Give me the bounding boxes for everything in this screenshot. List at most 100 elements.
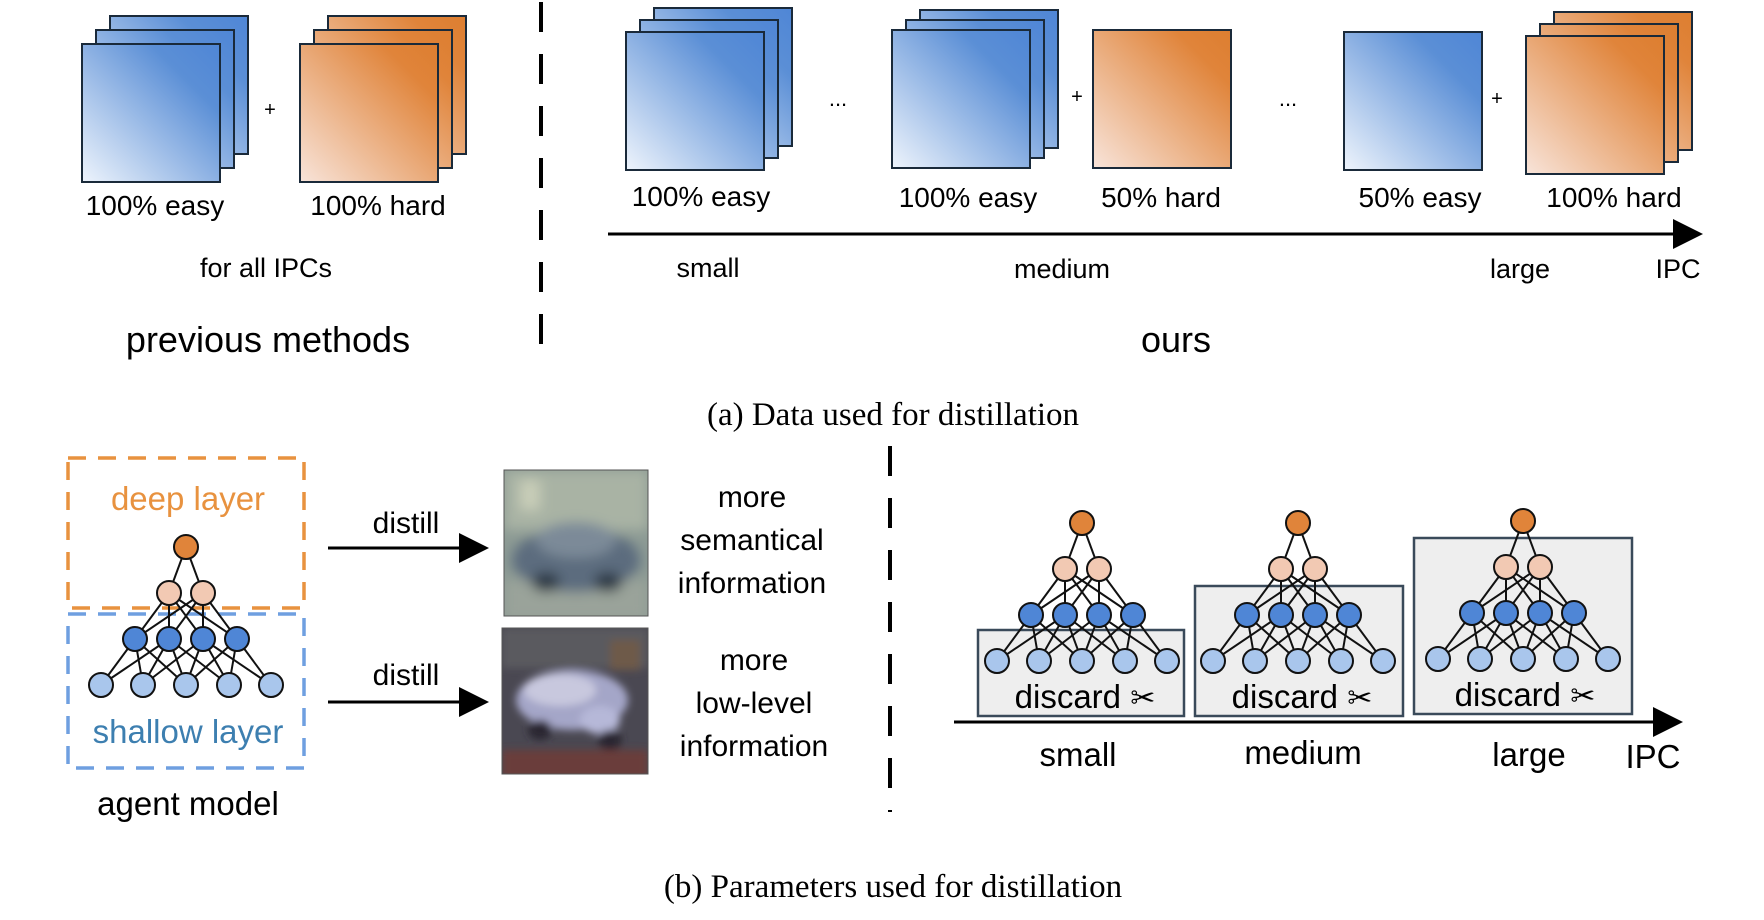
scissors-icon: ✂ [1130,682,1155,715]
network-node [1425,646,1451,672]
discard-label-small: discard ✂ [1015,678,1156,715]
network-node [216,672,242,698]
network-edge [134,592,204,640]
network-node [1595,646,1621,672]
network-node [1493,554,1519,580]
ours-medium-easy-stack [891,9,1059,169]
prev-easy-label: 100% easy [86,190,225,221]
network-node [984,648,1010,674]
ours-title: ours [1141,319,1211,360]
bottom-info-line-3: information [680,730,828,763]
bottom-info-line-1: more [720,644,788,677]
network-node [1052,602,1078,628]
network-node [1052,556,1078,582]
axis-b-small: small [1039,736,1116,773]
network-node [88,672,114,698]
network-node [1302,602,1328,628]
network-node [156,626,182,652]
network-edge [996,614,1066,662]
network-edge [202,638,272,686]
network-medium [1200,510,1396,674]
network-node [1459,600,1485,626]
part-a: + 100% easy 100% hard for all IPCs previ… [81,2,1703,433]
agent-model-label: agent model [97,785,279,822]
distill-bottom-label: distill [373,659,440,692]
network-node [1018,602,1044,628]
top-info-line-2: semantical [680,524,823,557]
network-node [1242,648,1268,674]
discard-label-large: discard ✂ [1455,676,1596,713]
prev-plus: + [264,99,276,121]
network-node [1234,602,1260,628]
prev-easy-stack [81,15,249,183]
network-node [1527,600,1553,626]
network-small [984,510,1180,674]
prev-hard-label: 100% hard [310,190,445,221]
network-node [1268,556,1294,582]
scissors-icon: ✂ [1347,682,1372,715]
network-node [1285,648,1311,674]
axis-a-large: large [1490,254,1550,284]
ellipsis-2: ... [1279,86,1297,111]
network-node [1120,602,1146,628]
network-node [122,626,148,652]
ellipsis-1: ... [829,86,847,111]
network-node [1086,602,1112,628]
network-node [130,672,156,698]
network-large [1425,508,1621,672]
network-node [1510,646,1536,672]
network-node [1527,554,1553,580]
distilled-image-semantic [503,469,649,617]
network-node [1328,648,1354,674]
network-node [1561,600,1587,626]
prev-hard-stack [299,15,467,183]
ours-label-1: 100% easy [632,181,771,212]
deep-layer-box [66,456,306,610]
network-edge [1314,614,1384,662]
network-node [1069,648,1095,674]
network-node [1285,510,1311,536]
axis-b-medium: medium [1244,734,1361,771]
deep-layer-label: deep layer [111,480,265,517]
ours-large-easy [1343,31,1483,171]
prev-title: previous methods [126,319,410,360]
caption-a: (a) Data used for distillation [707,397,1079,433]
network-node [173,672,199,698]
ours-label-4: 50% easy [1359,182,1482,213]
network-node [156,580,182,606]
part-b: deep layer shallow layer agent model dis… [66,446,1683,905]
network-node [1336,602,1362,628]
network-node [258,672,284,698]
network-edge [1098,614,1168,662]
network-node [1268,602,1294,628]
discard-label-medium: discard ✂ [1232,678,1373,715]
top-info-line-3: information [678,567,826,600]
network-node [1493,600,1519,626]
network-node [190,626,216,652]
network-edge [1437,612,1507,660]
axis-a-ipc: IPC [1655,254,1700,284]
network-node [1467,646,1493,672]
network-node [1069,510,1095,536]
axis-a-small: small [676,253,739,283]
network-edge [1246,568,1316,616]
network-node [173,534,199,560]
plus-large: + [1491,88,1503,110]
ours-label-3: 50% hard [1101,182,1221,213]
network-node [1154,648,1180,674]
bottom-info-line-2: low-level [696,687,813,720]
ours-small-easy-stack [625,7,793,171]
agent-network [88,534,284,698]
network-node [1200,648,1226,674]
prev-note: for all IPCs [200,253,332,283]
network-edge [1471,566,1541,614]
axis-a-medium: medium [1014,254,1110,284]
network-node [224,626,250,652]
axis-b-ipc: IPC [1625,738,1680,775]
network-node [1026,648,1052,674]
axis-b-large: large [1492,736,1565,773]
ours-label-2: 100% easy [899,182,1038,213]
ours-medium-hard [1092,29,1232,169]
scissors-icon: ✂ [1570,680,1595,713]
